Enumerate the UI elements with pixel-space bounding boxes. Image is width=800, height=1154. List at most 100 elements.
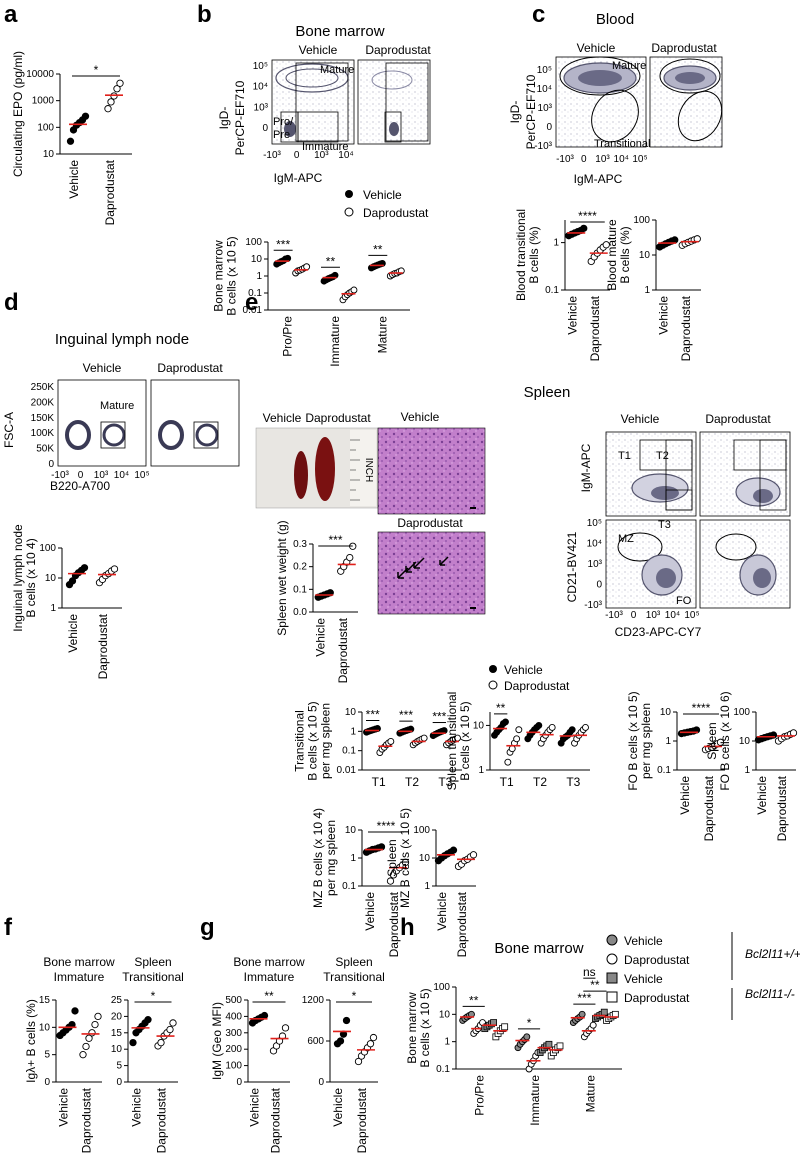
legend-e-daprodustat-label: Daprodustat: [504, 679, 570, 693]
g2-ytick-label: 0: [318, 1077, 324, 1088]
a-point: [116, 79, 124, 87]
c-title: Blood: [596, 11, 634, 28]
a-ytick-label: 10: [43, 149, 55, 160]
c1-ytick-label: 1: [553, 238, 559, 249]
c2-xtick-label: Daprodustat: [679, 295, 693, 361]
legend-h-marker-1: [606, 953, 618, 965]
f1-point: [82, 1042, 90, 1051]
b-gate-vehicle-immature: [297, 111, 339, 143]
d-flow-xtick: 10⁴: [114, 470, 129, 481]
e_tr1-ytick-label: 0.01: [337, 765, 357, 776]
b-flow-plots: [271, 59, 431, 145]
panel-letter-e: e: [245, 289, 258, 316]
e_sw-xtick-label: Vehicle: [313, 618, 327, 657]
b-gate-dap-propre: [384, 111, 402, 143]
g2-title-line: Spleen: [335, 955, 372, 969]
e-flow-ytick: 10³: [588, 559, 603, 570]
b-ytick-label: 0.01: [243, 305, 263, 316]
b-gate-immature-label: Immature: [302, 141, 348, 153]
d-contour-dap-neg: [158, 420, 184, 450]
e_mz1-sig-label: ****: [377, 819, 396, 833]
d-flow-ytick: 250K: [31, 382, 55, 393]
e-gate-vehicle-mz: [617, 532, 663, 562]
c-flow-xtick: 10³: [595, 154, 610, 165]
e_tr2-ytick-label: 1: [478, 765, 484, 776]
e_mz2-ytick-label: 100: [413, 825, 430, 836]
e-photo-ruler-label: INCH: [363, 458, 374, 482]
b-ylabel-line: B cells (x 10 5): [225, 236, 239, 315]
e_fo2-xtick-label: Vehicle: [755, 776, 769, 815]
d-ylabel-line: Inguinal lymph node: [11, 524, 25, 632]
e_tr1-sig-label: ***: [432, 710, 446, 724]
g2-ytick-label: 1200: [302, 995, 325, 1006]
e_sw-sig-label: ***: [328, 533, 342, 547]
e_sw-ytick-label: 0.1: [293, 584, 307, 595]
f2-ytick-label: 0: [116, 1077, 122, 1088]
e_mz1-point: [386, 877, 395, 885]
e_fo2-ylabel-line: Spleen: [705, 722, 719, 759]
e-photo-vehicle-label: Vehicle: [263, 411, 302, 425]
d-ytick-label: 10: [45, 573, 57, 584]
a-point: [104, 105, 112, 113]
a-xtick-label: Vehicle: [67, 160, 81, 199]
d-ylabel-line: B cells (x 10 4): [24, 538, 38, 617]
f2-sig-label: *: [151, 989, 156, 1003]
b-gate-propre-label-2: Pre: [273, 129, 290, 141]
e_mz1-ylabel-line: per mg spleen: [324, 820, 338, 896]
e_sw-ytick-label: 0.3: [293, 539, 307, 550]
e_sw-xtick-label: Daprodustat: [336, 617, 350, 683]
e_tr1-ylabel-line: B cells (x 10 5): [306, 701, 320, 780]
e_tr1-ylabel-line: per mg spleen: [319, 703, 333, 779]
f1-point: [79, 1051, 87, 1059]
e_mz1-ytick-label: 1: [350, 853, 356, 864]
d-gate-vehicle-mature: [100, 421, 126, 449]
e-photo-daprodustat-label: Daprodustat: [305, 411, 371, 425]
e_tr1-sig-label: ***: [366, 708, 380, 722]
e_fo1-ylabel-line: per mg spleen: [639, 703, 653, 779]
d-ytick-label: 1: [50, 603, 56, 614]
d-flow-ytick: 100K: [31, 428, 55, 439]
legend-h-label-2: Vehicle: [624, 972, 663, 986]
legend-e-daprodustat-marker: [488, 680, 498, 690]
f1-ytick-label: 15: [39, 995, 51, 1006]
f1-ylabel-line: Igλ+ B cells (%): [24, 999, 38, 1083]
c1-ylabel-line: B cells (%): [527, 226, 541, 283]
h-xtick-label: Mature: [583, 1075, 597, 1113]
c-gate-dap-transitional: [677, 90, 723, 142]
e_sw-ytick-label: 0.0: [293, 607, 307, 618]
e-flow-xtick: 10⁴: [665, 610, 680, 621]
h-ytick-label: 10: [439, 1009, 451, 1020]
panel-letter-f: f: [4, 914, 13, 941]
a-ytick-label: 1000: [32, 96, 55, 107]
d-flow-ytick: 200K: [31, 397, 55, 408]
legend-h-marker-0: [606, 934, 618, 946]
e-flow-plots: [605, 431, 791, 609]
legend-h-label-3: Daprodustat: [624, 991, 690, 1005]
d-point: [80, 564, 89, 572]
e_mz1-ytick-label: 0.1: [342, 881, 356, 892]
panel-letter-g: g: [200, 914, 215, 941]
e-gate-t3-label: T3: [658, 519, 671, 531]
e_fo1-ytick-label: 10: [660, 707, 672, 718]
c1-sig-label: ****: [578, 209, 597, 223]
a-xtick-label: Daprodustat: [103, 159, 117, 225]
c2-ytick-label: 1: [644, 285, 650, 296]
d-ylabel: FSC-A: [2, 412, 16, 448]
d-xtick-label: Daprodustat: [96, 613, 110, 679]
e_sw-ytick-label: 0.2: [293, 562, 307, 573]
c1-point: [602, 241, 610, 249]
f2-title-line: Transitional: [122, 970, 184, 984]
panel-letter-h: h: [400, 914, 415, 941]
f2-point: [144, 1016, 152, 1024]
e-histo-arrows: [397, 556, 449, 579]
e_mz2-ylabel-line: MZ B cells (x 10 5): [398, 808, 412, 908]
e-flow-xtick: 0: [631, 610, 637, 621]
d-point: [110, 565, 119, 573]
e-ylabel-igm: IgM-APC: [579, 443, 593, 492]
g2-xtick-label: Vehicle: [331, 1088, 345, 1127]
